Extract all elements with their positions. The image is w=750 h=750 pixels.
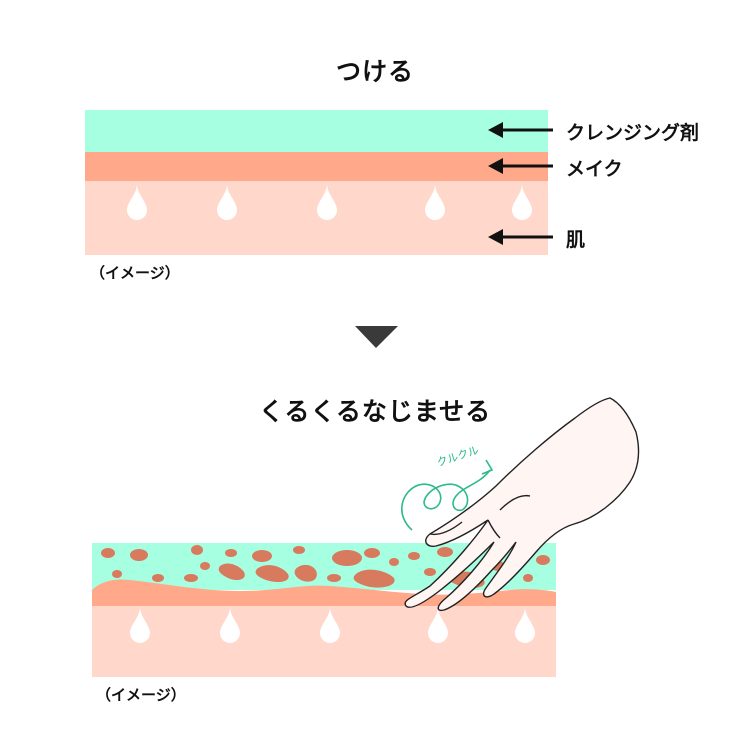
label-cleansing: クレンジング剤	[566, 122, 700, 144]
label-skin: 肌	[566, 229, 586, 251]
droplet	[425, 184, 445, 220]
step1-droplets	[127, 184, 532, 220]
droplet	[512, 184, 532, 220]
step1-layers	[85, 110, 548, 255]
hand-illustration	[404, 397, 640, 612]
skin-layer	[85, 181, 548, 255]
droplet	[428, 607, 448, 643]
droplet	[515, 607, 535, 643]
arrow-cleansing-icon	[488, 122, 503, 138]
step2-layers	[92, 543, 556, 677]
droplet	[320, 607, 340, 643]
step1-title: つける	[335, 57, 414, 86]
step1-caption: （イメージ）	[90, 264, 180, 282]
droplet	[130, 607, 150, 643]
droplet	[127, 184, 147, 220]
swirl-icon	[401, 459, 494, 531]
droplet	[217, 184, 237, 220]
makeup-layer-2	[92, 579, 556, 606]
label-makeup: メイク	[566, 158, 623, 180]
arrow-skin-icon	[488, 229, 503, 245]
down-triangle-icon	[355, 326, 398, 348]
step2-caption: （イメージ）	[96, 686, 186, 704]
droplet	[220, 607, 240, 643]
makeup-layer	[85, 152, 548, 181]
step2-title: くるくるなじませる	[258, 397, 492, 426]
droplet	[317, 184, 337, 220]
step1-arrows	[488, 122, 553, 245]
arrow-makeup-icon	[488, 158, 503, 174]
step2-droplets	[130, 607, 535, 643]
cleansing-layer	[85, 110, 548, 152]
